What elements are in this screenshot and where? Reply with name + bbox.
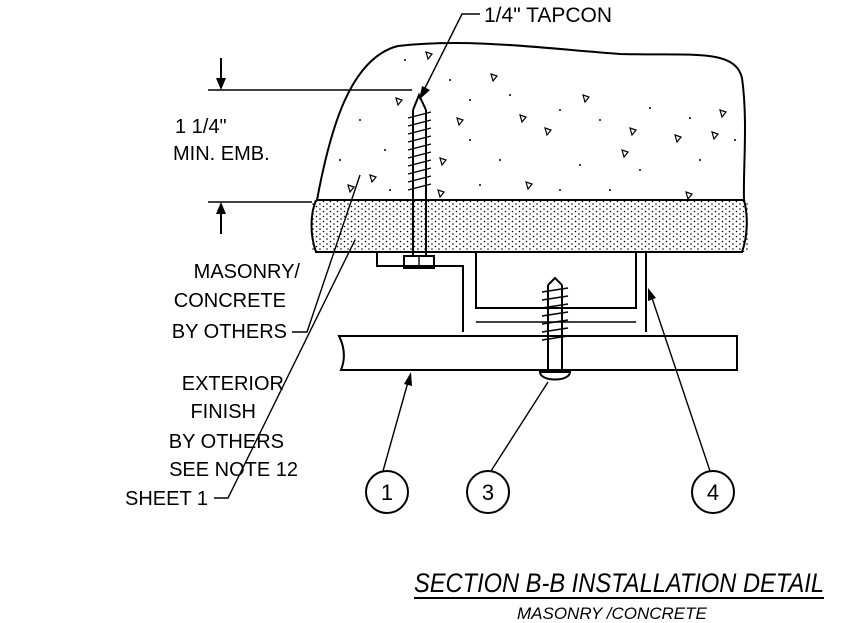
concrete-mass <box>316 42 747 201</box>
item-bubble-1: 1 <box>365 372 412 514</box>
masonry-label-line3: BY OTHERS <box>172 321 287 343</box>
masonry-label-line2: CONCRETE <box>174 290 286 312</box>
masonry-label-line1: MASONRY/ <box>194 261 301 283</box>
tapcon-screw <box>403 92 435 269</box>
anchor-clip <box>376 252 647 332</box>
frame-screw <box>538 276 572 381</box>
masonry-callout: MASONRY/ CONCRETE BY OTHERS <box>172 174 361 343</box>
embed-dim-line1: 1 1/4" <box>175 116 227 138</box>
item-bubble-3-label: 3 <box>482 480 494 505</box>
tapcon-label: 1/4" TAPCON <box>484 4 612 27</box>
sand-dots <box>339 59 736 191</box>
finish-label-line5: SHEET 1 <box>125 488 208 510</box>
frame-member <box>337 335 738 371</box>
title-block: SECTION B-B INSTALLATION DETAIL MASONRY … <box>414 568 824 623</box>
drawing-subtitle: MASONRY /CONCRETE <box>517 604 708 623</box>
exterior-finish-layer <box>310 199 748 253</box>
finish-label-line2: FINISH <box>190 401 256 423</box>
tapcon-callout: 1/4" TAPCON <box>419 4 612 100</box>
item-bubble-1-label: 1 <box>381 480 393 505</box>
aggregate-marks <box>347 51 728 201</box>
finish-callout: EXTERIOR FINISH BY OTHERS SEE NOTE 12 SH… <box>125 239 356 510</box>
finish-label-line3: BY OTHERS <box>169 431 284 453</box>
embed-dim-line2: MIN. EMB. <box>173 143 270 165</box>
finish-label-line4: SEE NOTE 12 <box>169 459 298 481</box>
item-bubble-4: 4 <box>648 288 735 514</box>
item-bubble-4-label: 4 <box>707 480 719 505</box>
drawing-title: SECTION B-B INSTALLATION DETAIL <box>414 568 824 598</box>
finish-label-line1: EXTERIOR <box>182 373 284 395</box>
item-bubble-3: 3 <box>466 381 549 514</box>
embedment-dimension: 1 1/4" MIN. EMB. <box>173 58 412 234</box>
